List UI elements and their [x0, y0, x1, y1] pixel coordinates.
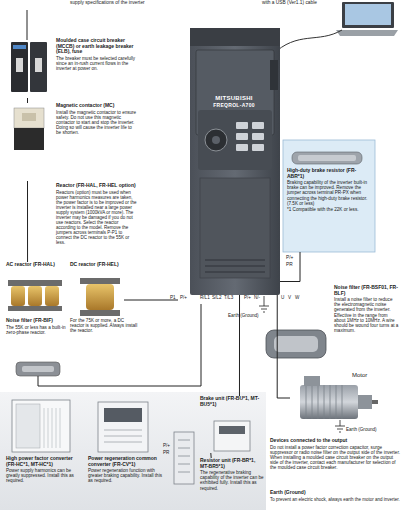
terminal-label: P/+ — [244, 296, 251, 301]
inverter-body — [190, 28, 280, 295]
heading-text: Magnetic contactor (MC) — [56, 103, 138, 109]
heading-text: Earth (Ground) — [270, 490, 400, 496]
wire-connector — [277, 295, 290, 398]
terminal-label: PR — [163, 451, 169, 456]
heading-text: High-duty brake resistor (FR-ABR*1) — [287, 168, 372, 179]
output-note-box: Devices connected to the outputDo not in… — [268, 438, 400, 490]
options-panel — [0, 392, 266, 510]
reactor-box: Reactor (FR-HAL, FR-HEL option)Reactors … — [54, 183, 138, 261]
heading-text: Moulded case circuit breaker (MCCB) or e… — [56, 38, 138, 55]
terminal-label: S/L2 — [212, 296, 221, 301]
terminal-label: N/- — [254, 296, 260, 301]
breaker-box: Moulded case circuit breaker (MCCB) or e… — [8, 38, 138, 98]
body-text: Reactors (option) must be used when powe… — [56, 190, 138, 245]
body-text: FREQROL-A700 — [188, 103, 280, 109]
wire-connector — [239, 295, 240, 396]
terminal-label: supply specifications of the inverter — [70, 1, 145, 6]
terminal-label: P/+ — [286, 256, 293, 261]
heading-text: Noise filter (FR-BIF) — [6, 318, 66, 324]
terminal-label: R/L1 — [200, 296, 210, 301]
heading-text: Noise filter (FR-BSF01, FR-BLF) — [334, 285, 400, 296]
heading-text: Brake unit (FR-BU*1, MT-BU5*1) — [200, 396, 262, 407]
contactor-box: Magnetic contactor (MC)Install the magne… — [8, 103, 138, 181]
heading-text: Reactor (FR-HAL, FR-HEL option) — [56, 183, 138, 189]
terminal-label: Earth (Ground) — [346, 428, 377, 433]
body-text: Install the magnetic contactor to ensure… — [56, 110, 138, 136]
body-text: The 55K or less has a built-in zero-phas… — [6, 325, 66, 335]
resistor-unit-box: Resistor unit (FR-BR*1, MT-BR5*1)The reg… — [198, 458, 264, 508]
heading-text: AC reactor (FR-HAL) — [6, 262, 66, 268]
heading-text: Power regeneration common converter (FR-… — [88, 456, 164, 467]
body-text: Power regeneration function with greater… — [88, 468, 164, 483]
brake-resistor-box: High-duty brake resistor (FR-ABR*1)Braki… — [283, 140, 375, 252]
terminal-label: P/+ — [163, 444, 170, 449]
dc-reactor-box: DC reactor (FR-HEL) For the 75K or more, … — [68, 262, 138, 357]
terminal-label: PR — [286, 263, 293, 268]
inverter-box: MITSUBISHIFREQROL-A700 — [188, 25, 280, 295]
heading-text: Resistor unit (FR-BR*1, MT-BR5*1) — [200, 458, 264, 469]
body-text: Power supply harmonics can be greatly su… — [6, 468, 84, 483]
wire-connector — [27, 181, 28, 262]
terminal-label: T/L3 — [224, 296, 233, 301]
ac-reactor-box: AC reactor (FR-HAL) — [4, 262, 66, 312]
heading-text: Devices connected to the output — [270, 438, 400, 444]
body-text: *1 Compatible with the 22K or less. — [287, 207, 372, 212]
heading-text: High power factor converter (FR-HC*1, MT… — [6, 456, 84, 467]
noise-filter-box: Noise filter (FR-BIF)The 55K or less has… — [4, 318, 66, 378]
heading-text: MITSUBISHI — [188, 95, 280, 102]
wire-connector — [27, 98, 28, 103]
body-text: To prevent an electric shock, always ear… — [270, 497, 400, 502]
earth-note-box: Earth (Ground)To prevent an electric sho… — [268, 490, 400, 510]
converter-box: High power factor converter (FR-HC*1, MT… — [4, 398, 84, 508]
motor-body — [300, 385, 358, 419]
wire-connector — [280, 252, 300, 282]
converter-box: Power regeneration common converter (FR-… — [86, 398, 164, 508]
heading-text: DC reactor (FR-HEL) — [70, 262, 138, 268]
terminal-label: W — [295, 296, 299, 301]
terminal-label: U — [281, 296, 284, 301]
terminal-label: V — [288, 296, 291, 301]
body-text: The breaker must be selected carefully s… — [56, 56, 138, 71]
heading-text: Motor — [352, 372, 380, 379]
body-text: Do not install a power factor correction… — [270, 445, 400, 471]
body-text: For the 75K or more, a DC reactor is sup… — [70, 318, 138, 333]
body-text: The regenerative braking capability of t… — [200, 470, 264, 491]
body-text: Install a noise filter to reduce the ele… — [334, 297, 400, 333]
brake-unit-box: Brake unit (FR-BU*1, MT-BU5*1) — [198, 396, 262, 453]
motor-box: Motor — [290, 372, 380, 424]
terminal-label: Earth (Ground) — [228, 314, 259, 319]
terminal-label: with a USB (Ver1.1) cable — [262, 1, 317, 6]
terminal-label: P1 — [170, 296, 176, 301]
body-text: Braking capability of the inverter built… — [287, 180, 372, 206]
terminal-label: P/+ — [180, 296, 187, 301]
